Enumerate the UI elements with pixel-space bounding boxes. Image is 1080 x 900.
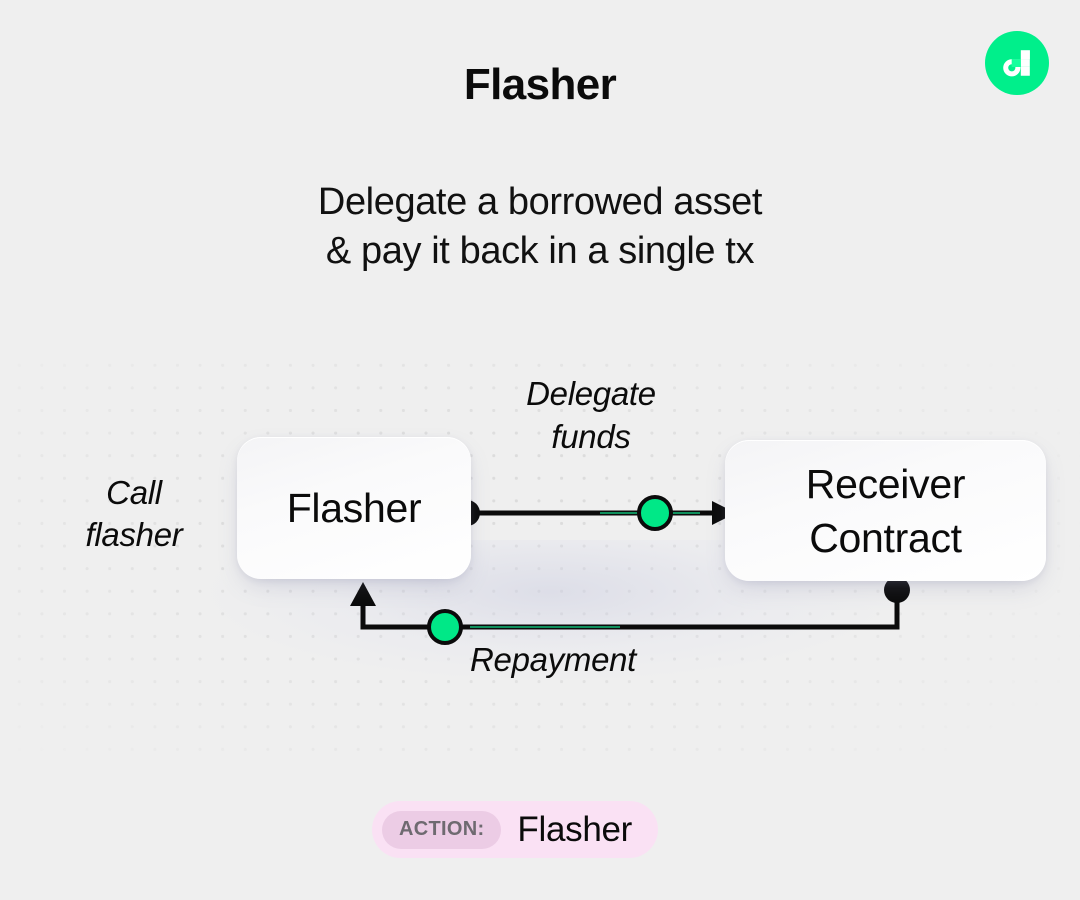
repayment-arrow	[350, 582, 376, 606]
node-flasher[interactable]: Flasher	[237, 437, 471, 579]
action-chip-label: ACTION:	[382, 810, 502, 849]
page-subtitle: Delegate a borrowed asset & pay it back …	[317, 181, 763, 272]
node-receiver-contract[interactable]: Receiver Contract	[725, 440, 1046, 581]
label-delegate-funds: Delegate funds	[526, 375, 656, 455]
action-value: Flasher	[517, 809, 633, 849]
repayment-dot	[427, 609, 463, 645]
action-badge: ACTION: Flasher	[372, 801, 659, 858]
label-repayment: Repayment	[470, 641, 637, 678]
flow-logo-icon	[985, 31, 1049, 95]
label-call-flasher: Call flasher	[85, 474, 183, 553]
repayment-line	[360, 590, 900, 630]
page-title: Flasher	[463, 60, 617, 109]
delegate-funds-dot	[637, 495, 673, 531]
